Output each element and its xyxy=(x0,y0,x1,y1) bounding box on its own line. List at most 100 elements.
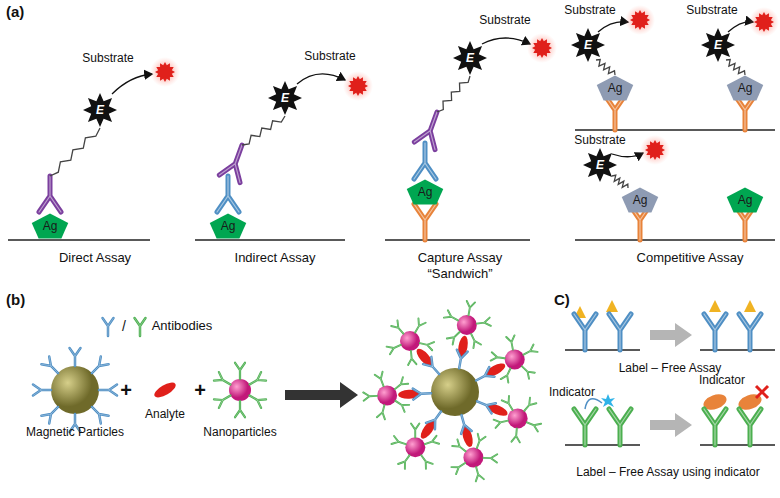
enzyme-star: E xyxy=(268,81,302,115)
antibody xyxy=(506,335,517,350)
linker xyxy=(437,76,470,112)
antibody xyxy=(41,356,62,377)
separator: / xyxy=(122,318,126,335)
antibody xyxy=(491,352,506,362)
antibody xyxy=(574,409,596,445)
antigen-pentagon: Ag xyxy=(209,213,247,239)
antibody xyxy=(235,363,245,379)
plus-sign: + xyxy=(120,378,132,402)
enzyme-star: E xyxy=(701,28,735,62)
antibody xyxy=(473,434,486,450)
antigen-pentagon: Ag xyxy=(726,187,764,213)
antibody xyxy=(502,396,516,412)
antibody xyxy=(235,401,245,417)
panel-letter: (b) xyxy=(6,291,25,309)
antigen-label: Ag xyxy=(418,186,433,198)
antigen-label: Ag xyxy=(608,82,623,94)
linker xyxy=(726,60,745,76)
antibody xyxy=(375,372,388,388)
antibody xyxy=(739,314,761,350)
antibody xyxy=(219,141,252,182)
antibody xyxy=(414,108,447,149)
antibody xyxy=(217,176,239,212)
antibody xyxy=(467,332,481,348)
antibody xyxy=(473,367,494,385)
antibody xyxy=(39,176,61,212)
antibody xyxy=(387,341,403,354)
assay-title: Competitive Assay xyxy=(637,250,744,266)
antibody xyxy=(103,318,114,336)
particle-label: Analyte xyxy=(145,407,185,421)
linker xyxy=(612,175,628,188)
signal-bursts xyxy=(150,5,779,165)
antibody xyxy=(525,418,541,431)
label-free-parts xyxy=(574,300,768,413)
antibody xyxy=(476,318,491,328)
particle-label: Nanoparticles xyxy=(203,425,276,439)
antibody xyxy=(704,409,726,445)
antibodies xyxy=(33,60,761,482)
antibody xyxy=(521,398,536,414)
antigen-pentagon: Ag xyxy=(621,187,659,213)
antibody xyxy=(452,440,468,455)
enzyme-label: E xyxy=(96,104,104,116)
antibody xyxy=(444,310,460,324)
signal-burst xyxy=(150,57,180,87)
antibody xyxy=(70,348,81,366)
antigen-label: Ag xyxy=(43,220,58,232)
antibody xyxy=(135,318,146,336)
antigen-label: Ag xyxy=(221,220,236,232)
panel-letter: (a) xyxy=(6,3,24,21)
antigen-label: Ag xyxy=(738,194,753,206)
antibody xyxy=(609,409,631,445)
signal-burst xyxy=(343,71,373,101)
antibody xyxy=(609,314,631,350)
antigen-pentagon: Ag xyxy=(31,213,69,239)
antibody xyxy=(423,436,439,448)
enzyme-label: E xyxy=(596,159,604,171)
antibody xyxy=(739,409,761,445)
antibody xyxy=(398,453,413,469)
antigen-pentagon: Ag xyxy=(596,75,634,101)
antibody xyxy=(392,377,408,392)
antibody xyxy=(574,314,596,350)
antibody xyxy=(704,314,726,350)
linker xyxy=(50,128,100,176)
antibody xyxy=(414,204,436,240)
antibody xyxy=(426,408,445,429)
enzyme-star: E xyxy=(583,148,617,182)
signal-burst xyxy=(625,5,655,35)
antibody xyxy=(519,363,535,378)
particle-label: Magnetic Particles xyxy=(26,425,124,439)
antibody xyxy=(454,350,468,370)
antibody xyxy=(99,385,117,396)
signal-burst xyxy=(527,33,557,63)
magnetic-particle xyxy=(51,315,528,467)
linker xyxy=(596,60,615,76)
antibody xyxy=(393,397,409,411)
antibody xyxy=(88,403,109,424)
antibody xyxy=(451,460,467,475)
particles xyxy=(152,380,178,401)
indicator-label: Indicator xyxy=(699,373,745,387)
antigen-pentagon: Ag xyxy=(406,179,444,205)
substrate-label: Substrate xyxy=(564,3,615,17)
enzyme-star: E xyxy=(571,28,605,62)
linker xyxy=(242,116,285,145)
antibody xyxy=(501,367,514,383)
enzyme-label: E xyxy=(281,92,289,104)
antibody xyxy=(456,414,471,434)
antibody xyxy=(411,319,425,335)
assay-title: Direct Assay xyxy=(59,250,131,266)
antibody xyxy=(411,424,419,438)
antibody xyxy=(413,388,432,400)
antibody xyxy=(447,329,463,345)
antibody xyxy=(511,428,520,442)
antibody xyxy=(472,466,484,481)
enzyme-star: E xyxy=(83,93,117,127)
antibody xyxy=(363,392,377,401)
antibody xyxy=(41,403,62,424)
antibody xyxy=(419,339,434,350)
